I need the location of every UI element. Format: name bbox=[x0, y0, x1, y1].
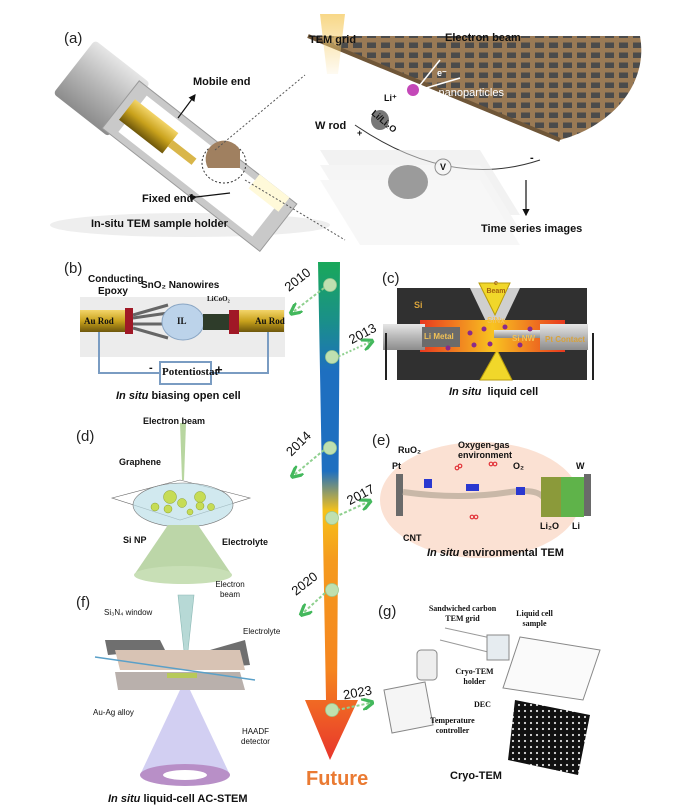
conducting-epoxy-label: Conducting Epoxy bbox=[88, 274, 144, 297]
licoo2-label: LiCoO₂ bbox=[207, 295, 230, 303]
panel-a-holder-drawing bbox=[50, 41, 346, 252]
sinx-label: SiNx bbox=[487, 316, 505, 325]
sandwiched-grid-label: Sandwiched carbon TEM grid bbox=[428, 604, 497, 623]
panel-b-drawing bbox=[80, 297, 285, 385]
electrolyte-label: Electrolyte bbox=[222, 537, 269, 547]
voltmeter-label: V bbox=[440, 162, 447, 172]
cnt-label: CNT bbox=[403, 533, 422, 543]
electron-beam-label: Electron beam bbox=[445, 32, 521, 44]
panel-b-label: (b) bbox=[64, 260, 83, 277]
timeline-dots bbox=[323, 278, 339, 717]
si-np-label: Si NP bbox=[123, 535, 147, 545]
timeline-dot-2023 bbox=[325, 703, 339, 717]
panel-f-caption: In situ liquid-cell AC-STEM bbox=[108, 793, 248, 805]
electron-beam-label: Electron beam bbox=[143, 416, 206, 426]
tem-grid-label: TEM grid bbox=[309, 34, 357, 46]
au-rod-right-label: Au Rod bbox=[255, 316, 285, 326]
li-ion-label: Li⁺ bbox=[384, 93, 397, 103]
plus-sign: + bbox=[357, 128, 363, 138]
li2o-label: Li₂O bbox=[540, 521, 559, 531]
timeline-dot-2020 bbox=[325, 583, 339, 597]
panel-c-caption: In situ liquid cell bbox=[449, 386, 538, 398]
ruo2-label: RuO₂ bbox=[398, 445, 421, 455]
timeline-arrow bbox=[305, 262, 358, 760]
panel-g-caption: Cryo-TEM bbox=[450, 770, 502, 782]
cryo-holder-label: Cryo-TEM holder bbox=[455, 667, 494, 686]
w-label: W bbox=[576, 461, 585, 471]
caption-italic: In situ bbox=[108, 793, 141, 805]
timeline-dot-2014 bbox=[323, 441, 337, 455]
o2-label: O₂ bbox=[513, 461, 524, 471]
caption-italic: In situ bbox=[116, 390, 149, 402]
holder-caption: In-situ TEM sample holder bbox=[91, 218, 228, 230]
caption-text: environmental TEM bbox=[459, 547, 564, 559]
fixed-end-label: Fixed end bbox=[142, 193, 194, 205]
si-label: Si bbox=[414, 300, 423, 310]
si3n4-window-label: Si₃N₄ window bbox=[104, 608, 153, 617]
future-label: Future bbox=[306, 768, 369, 790]
panel-d-label: (d) bbox=[76, 428, 95, 445]
panel-f-label: (f) bbox=[76, 594, 91, 611]
electron-beam-label: Electron beam bbox=[215, 580, 245, 599]
timeline-dot-2010 bbox=[323, 278, 337, 292]
timeline-dot-2013 bbox=[325, 350, 339, 364]
electrolyte-label: Electrolyte bbox=[243, 627, 281, 636]
timeline-dot-2017 bbox=[325, 511, 339, 525]
caption-italic: In situ bbox=[449, 386, 482, 398]
pt-contact-label: Pt Contact bbox=[545, 335, 585, 344]
potentiostat-plus: + bbox=[215, 362, 223, 377]
potentiostat-label: Potentiostat bbox=[162, 366, 219, 378]
panel-a-grid-drawing bbox=[307, 14, 642, 245]
panel-g-drawing bbox=[383, 627, 601, 775]
caption-text: liquid cell bbox=[481, 386, 539, 398]
graphene-label: Graphene bbox=[119, 457, 162, 467]
potentiostat-minus: - bbox=[149, 362, 153, 374]
caption-text: biasing open cell bbox=[148, 390, 241, 402]
ionic-liquid-label: IL bbox=[177, 316, 187, 326]
panel-a-label: (a) bbox=[64, 30, 83, 47]
panel-e-drawing bbox=[380, 442, 591, 558]
sno2-nanowires-label: SnO₂ Nanowires bbox=[141, 280, 220, 291]
electron-label: e⁻ bbox=[437, 68, 447, 78]
dec-label: DEC bbox=[474, 700, 491, 709]
panel-f-drawing bbox=[94, 594, 256, 786]
li-label: Li bbox=[572, 521, 580, 531]
minus-sign: - bbox=[530, 152, 534, 164]
panel-e-caption: In situ environmental TEM bbox=[427, 547, 564, 559]
panel-c-label: (c) bbox=[382, 270, 400, 287]
panel-g-label: (g) bbox=[378, 603, 397, 620]
panel-e-label: (e) bbox=[372, 432, 391, 449]
oxygen-environment-label: Oxygen-gas environment bbox=[458, 440, 513, 460]
haadf-detector-label: HAADF detector bbox=[241, 727, 270, 746]
panel-b-caption: In situ biasing open cell bbox=[116, 390, 241, 402]
time-series-label: Time series images bbox=[481, 223, 583, 235]
w-rod-label: W rod bbox=[315, 120, 347, 132]
caption-italic: In situ bbox=[427, 547, 460, 559]
liquid-cell-label: Liquid cell sample bbox=[516, 609, 553, 628]
pt-label: Pt bbox=[392, 461, 401, 471]
temp-controller-label: Temperature controller bbox=[430, 716, 475, 735]
li-metal-label: Li Metal bbox=[424, 332, 454, 341]
sn-nanoparticles-label: Sn nanoparticles bbox=[422, 87, 504, 99]
timeline-links bbox=[293, 287, 370, 711]
caption-text: liquid-cell AC-STEM bbox=[140, 793, 248, 805]
au-rod-left-label: Au Rod bbox=[84, 316, 114, 326]
panel-d-drawing bbox=[110, 423, 252, 584]
beam-label: e Beam bbox=[486, 280, 506, 295]
panel-c-drawing bbox=[383, 282, 594, 381]
au-ag-alloy-label: Au-Ag alloy bbox=[93, 708, 134, 717]
si-nw-label: Si NW bbox=[512, 334, 536, 343]
mobile-end-label: Mobile end bbox=[193, 76, 251, 88]
